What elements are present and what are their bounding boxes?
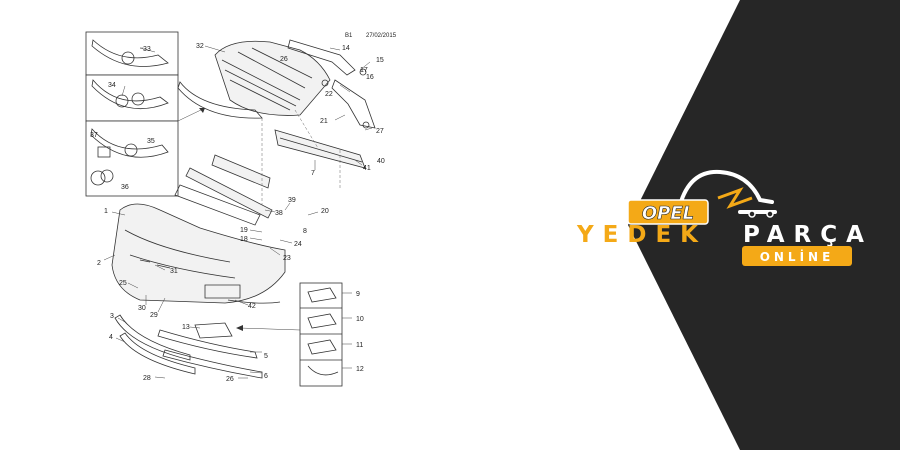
callout-5: 5 [264, 353, 268, 360]
wheel-left-icon [748, 210, 756, 218]
callout-19: 19 [240, 227, 248, 234]
callout-26a: 26 [280, 56, 288, 63]
callout-40: 40 [377, 158, 385, 165]
callout-7: 7 [311, 170, 315, 177]
callout-36: 36 [121, 184, 129, 191]
fog-trim-boxes [299, 282, 343, 387]
callout-4: 4 [109, 334, 113, 341]
callout-12: 12 [356, 366, 364, 373]
grille-detail-box-35 [85, 120, 179, 197]
callout-30: 30 [138, 305, 146, 312]
callout-28: 28 [143, 375, 151, 382]
callout-17: 17 [360, 67, 368, 74]
headline-parca: PARÇA [743, 222, 873, 248]
diagram-header-code: B1 [345, 33, 353, 39]
callout-22: 22 [325, 91, 333, 98]
callout-32: 32 [196, 43, 204, 50]
callout-35: 35 [147, 138, 155, 145]
callout-26b: 26 [226, 376, 234, 383]
dark-chevron-shape [628, 0, 900, 450]
callout-21: 21 [320, 118, 328, 125]
upper-grille [177, 40, 331, 119]
callout-15: 15 [376, 57, 384, 64]
bumper-cover [111, 203, 286, 304]
callout-3: 3 [110, 313, 114, 320]
callout-2: 2 [97, 260, 101, 267]
callout-42: 42 [248, 303, 256, 310]
callout-20: 20 [321, 208, 329, 215]
grille-detail-box-33 [85, 31, 179, 76]
callout-14: 14 [342, 45, 350, 52]
callout-13: 13 [182, 324, 190, 331]
callout-16: 16 [366, 74, 374, 81]
callout-24: 24 [294, 241, 302, 248]
car-silhouette-icon [678, 169, 774, 207]
callout-34: 34 [108, 82, 116, 89]
callout-6: 6 [264, 373, 268, 380]
leader-lines [103, 45, 373, 379]
opel-logo-word: OPEL [642, 203, 694, 224]
callout-8: 8 [303, 228, 307, 235]
callout-38: 38 [275, 210, 283, 217]
callout-23: 23 [283, 255, 291, 262]
upper-brackets [287, 39, 376, 129]
callout-10: 10 [356, 316, 364, 323]
callout-39: 39 [288, 197, 296, 204]
impact-beam [274, 129, 366, 169]
opel-logo: OPEL [627, 169, 777, 225]
online-pill [742, 246, 852, 266]
absorbers [174, 154, 273, 226]
lower-trim-strips [114, 314, 263, 379]
callout-37: 37 [90, 132, 98, 139]
headline-yedek: YEDEK [576, 222, 707, 248]
callout-11: 11 [356, 342, 363, 349]
callout-9: 9 [356, 291, 360, 298]
opel-logo-plate [627, 199, 709, 225]
callout-27: 27 [376, 128, 384, 135]
diagram-header-date: 27/02/2015 [366, 33, 397, 39]
wheel-right-icon [766, 210, 774, 218]
online-pill-text: ONLİNE [760, 249, 835, 264]
callout-33: 33 [143, 46, 151, 53]
lightning-bolt-icon [717, 187, 753, 209]
callout-labels: 33 34 35 37 36 32 26 14 15 16 17 22 21 2… [90, 43, 385, 383]
callout-1: 1 [104, 208, 108, 215]
callout-41: 41 [363, 165, 371, 172]
callout-18: 18 [240, 236, 248, 243]
callout-31: 31 [170, 268, 178, 275]
callout-29: 29 [150, 312, 158, 319]
callout-25: 25 [119, 280, 127, 287]
